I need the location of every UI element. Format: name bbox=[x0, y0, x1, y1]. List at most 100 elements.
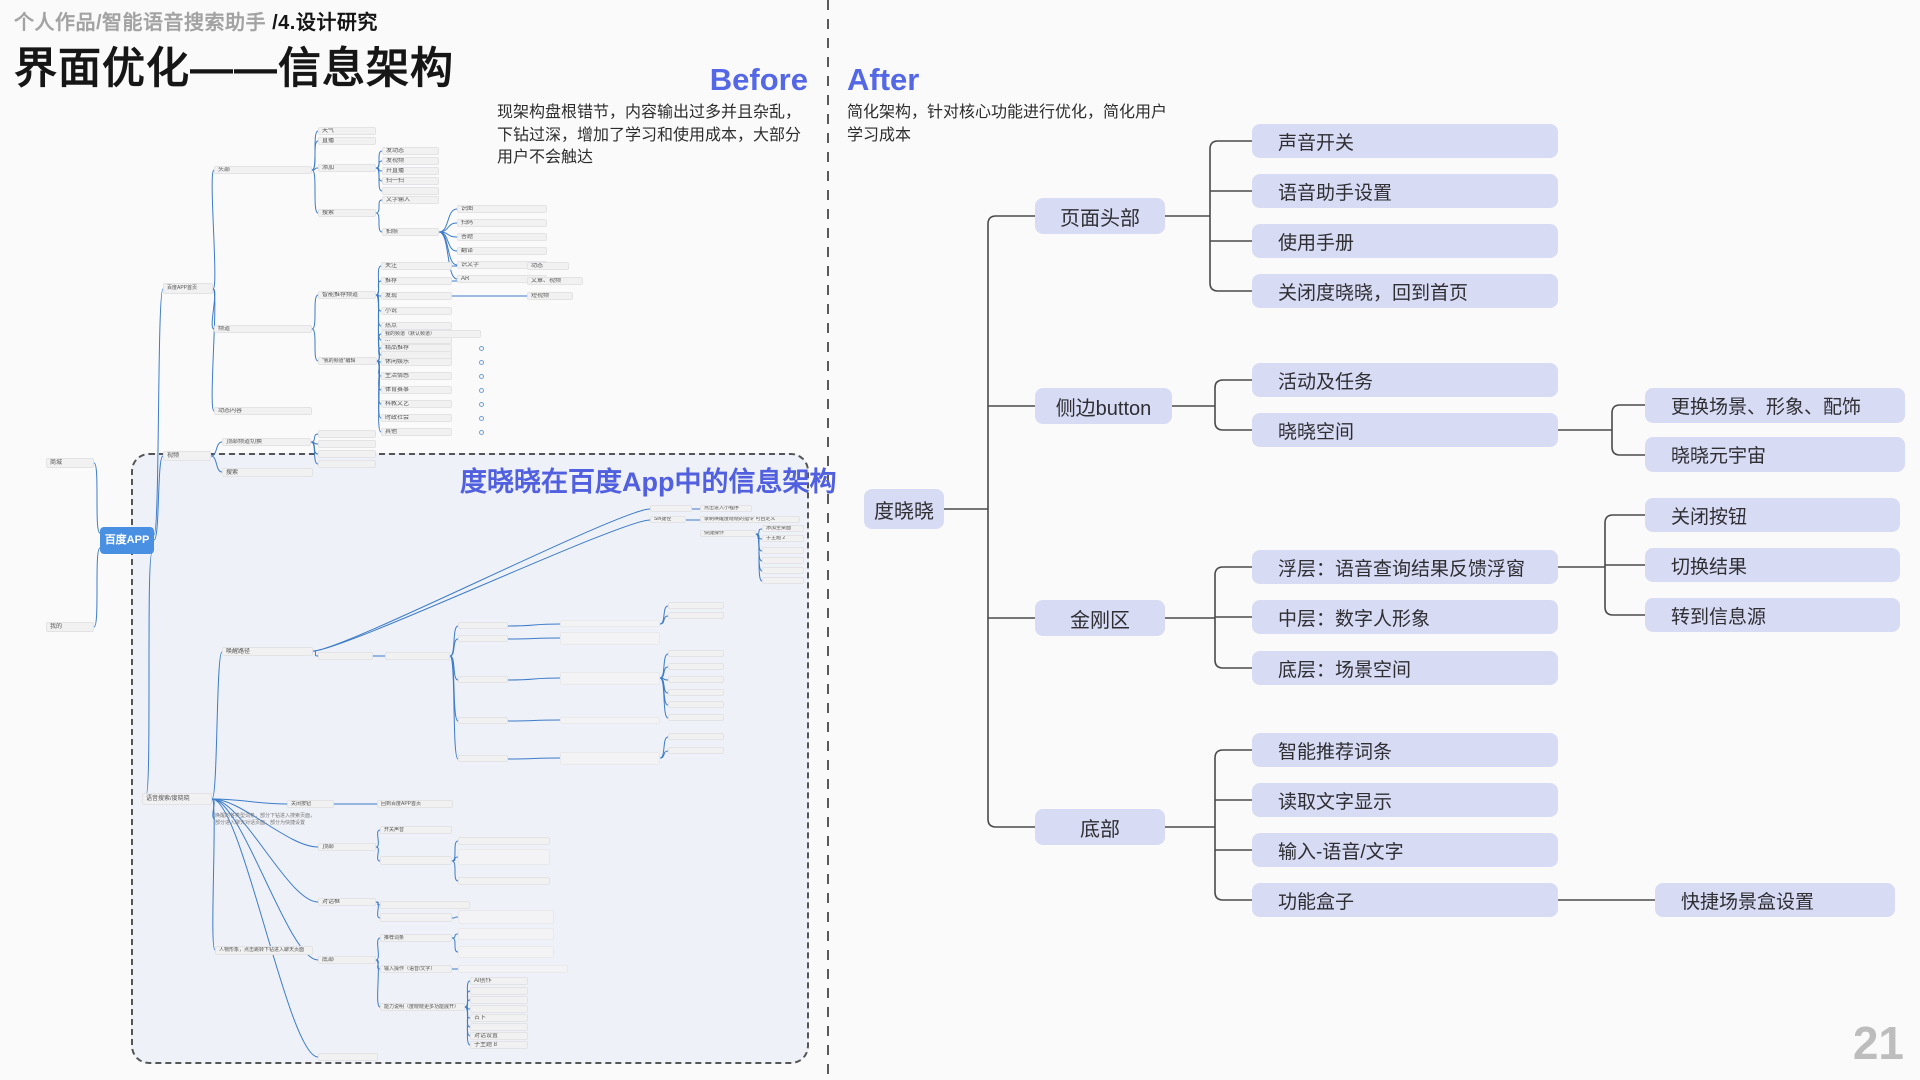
mindmap-placeholder bbox=[668, 663, 724, 670]
mindmap-node: 输入-语音/文字 bbox=[1252, 833, 1558, 867]
mindmap-placeholder bbox=[560, 672, 660, 685]
mindmap-node: 录制唤醒度晓晓的指令 可自定义 bbox=[700, 516, 800, 523]
mindmap-placeholder bbox=[762, 577, 804, 584]
mindmap-placeholder bbox=[668, 733, 724, 740]
mindmap-node: 其他 bbox=[381, 428, 452, 436]
mindmap-node: 晓晓元宇宙 bbox=[1645, 437, 1905, 472]
page-title: 界面优化——信息架构 bbox=[14, 45, 454, 93]
mindmap-node: 搜索 bbox=[222, 468, 313, 477]
mindmap-node: 百度APP首页 bbox=[163, 283, 213, 294]
breadcrumb-current: /4.设计研究 bbox=[266, 12, 378, 34]
mindmap-placeholder bbox=[458, 755, 508, 762]
mindmap-node: 天气 bbox=[318, 127, 376, 135]
channel-dot-icon bbox=[479, 374, 484, 379]
mindmap-placeholder bbox=[380, 913, 452, 922]
mindmap-node: 识图 bbox=[457, 205, 547, 213]
mindmap-node: 转到信息源 bbox=[1645, 598, 1900, 632]
mindmap-placeholder bbox=[668, 612, 724, 619]
before-after-divider bbox=[827, 0, 829, 1080]
mindmap-node: 底部 bbox=[1035, 809, 1165, 845]
mindmap-placeholder bbox=[382, 187, 439, 195]
mindmap-node: 短视频 bbox=[527, 292, 573, 300]
mindmap-node: 动态内容 bbox=[214, 407, 312, 415]
mindmap-node: AI创作 bbox=[470, 977, 528, 985]
mindmap-node: 小说 bbox=[381, 307, 452, 315]
mindmap-node: 扫码 bbox=[457, 219, 547, 227]
channel-dot-icon bbox=[479, 402, 484, 407]
mindmap-node: 关闭度晓晓，回到首页 bbox=[1252, 274, 1558, 308]
mindmap-node: 发现 bbox=[381, 292, 452, 300]
mindmap-placeholder bbox=[318, 1053, 378, 1061]
mindmap-node: 语音助手设置 bbox=[1252, 174, 1558, 208]
mindmap-node: 顶部 bbox=[318, 843, 376, 851]
mindmap-placeholder bbox=[458, 910, 554, 924]
page-number: 21 bbox=[1852, 1017, 1904, 1069]
before-label: Before bbox=[709, 62, 808, 97]
mindmap-node: 关注 bbox=[381, 262, 452, 270]
mindmap-placeholder bbox=[668, 602, 724, 609]
mindmap-placeholder bbox=[380, 856, 452, 865]
mindmap-node: 对话框 bbox=[318, 898, 376, 906]
mindmap-placeholder bbox=[668, 747, 724, 754]
mindmap-placeholder bbox=[458, 946, 554, 958]
mindmap-node: 关闭按钮 bbox=[287, 800, 334, 808]
mindmap-placeholder bbox=[458, 676, 508, 683]
breadcrumb: 个人作品/智能语音搜索助手 /4.设计研究 bbox=[14, 6, 378, 35]
channel-dot-icon bbox=[479, 360, 484, 365]
mindmap-node: 底部 bbox=[318, 956, 376, 964]
mindmap-placeholder bbox=[668, 676, 724, 683]
mindmap-placeholder bbox=[762, 557, 804, 564]
mindmap-placeholder bbox=[380, 901, 470, 909]
mindmap-node: 切换结果 bbox=[1645, 548, 1900, 582]
mindmap-node: 使用手册 bbox=[1252, 224, 1558, 258]
mindmap-node: 侧边button bbox=[1035, 388, 1172, 424]
mindmap-placeholder bbox=[668, 701, 724, 708]
mindmap-placeholder bbox=[560, 632, 660, 645]
mindmap-node: 添加至桌面 bbox=[762, 525, 804, 532]
mindmap-node: 智能推荐频道 bbox=[318, 291, 376, 299]
mindmap-node: 科教文艺 bbox=[381, 400, 452, 408]
mindmap-placeholder bbox=[318, 450, 376, 458]
mindmap-node: 百度APP bbox=[100, 527, 154, 554]
mindmap-node: 唤醒的各类型词条，部分下钻进入搜索页面，部分进入聊天对话页面，部分为快捷设置 bbox=[215, 813, 315, 826]
mindmap-node: 子主题 2 bbox=[762, 535, 804, 542]
mindmap-node: 更换场景、形象、配饰 bbox=[1645, 388, 1905, 423]
mindmap-node: 回到百度APP首页 bbox=[377, 800, 453, 808]
mindmap-placeholder bbox=[318, 652, 373, 660]
mindmap-node: 人物形象，点击跳转下钻进入聊天页面 bbox=[215, 946, 313, 955]
mindmap-node: 文章、视频 bbox=[527, 277, 583, 285]
breadcrumb-section: 个人作品/智能语音搜索助手 bbox=[14, 12, 267, 34]
mindmap-node: 推荐词条 bbox=[380, 934, 452, 942]
mindmap-placeholder bbox=[458, 717, 508, 724]
mindmap-placeholder bbox=[470, 996, 528, 1004]
mindmap-node: 点击进入小程序 bbox=[700, 505, 752, 512]
before-map-title: 度晓晓在百度App中的信息架构 bbox=[460, 467, 837, 497]
mindmap-placeholder bbox=[458, 877, 550, 885]
mindmap-node: 底层：场景空间 bbox=[1252, 651, 1558, 685]
mindmap-node: 快捷场景盒设置 bbox=[1655, 883, 1895, 917]
mindmap-node: 晓晓空间 bbox=[1252, 413, 1558, 447]
mindmap-node: 扫一扫 bbox=[382, 177, 439, 185]
channel-dot-icon bbox=[479, 346, 484, 351]
mindmap-placeholder bbox=[470, 1023, 528, 1031]
mindmap-node: 视频 bbox=[163, 451, 211, 461]
channel-dot-icon bbox=[479, 430, 484, 435]
mindmap-placeholder bbox=[560, 717, 660, 724]
mindmap-node: 功能盒子 bbox=[1252, 883, 1558, 917]
mindmap-placeholder bbox=[560, 620, 660, 627]
mindmap-node: 顶部频道切换 bbox=[222, 438, 311, 446]
mindmap-placeholder bbox=[385, 652, 450, 660]
mindmap-node: 直播 bbox=[318, 137, 376, 145]
mindmap-node: 我的频道（默认频道） bbox=[381, 330, 481, 338]
mindmap-node: 拍照 bbox=[382, 228, 439, 236]
mindmap-node: 商城 bbox=[46, 458, 94, 468]
mindmap-node: 发视频 bbox=[382, 157, 439, 165]
mindmap-placeholder bbox=[458, 849, 550, 865]
mindmap-node: 搜索 bbox=[318, 209, 376, 217]
mindmap-node: 精品推荐 bbox=[381, 344, 452, 352]
mindmap-node: 中层：数字人形象 bbox=[1252, 600, 1558, 634]
mindmap-node: 开关声音 bbox=[380, 826, 452, 834]
mindmap-placeholder bbox=[650, 505, 692, 512]
mindmap-node: 占卜 bbox=[470, 1014, 528, 1022]
